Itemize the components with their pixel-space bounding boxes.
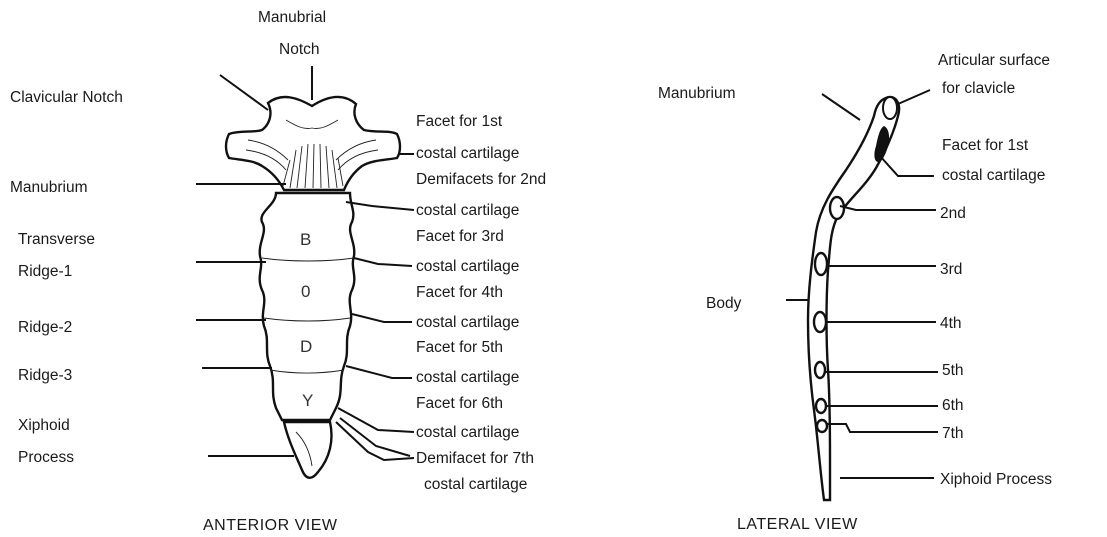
lateral-sternum-shape <box>808 97 899 500</box>
label-body-lateral: Body <box>706 295 742 312</box>
label-ridge-3: Ridge-3 <box>18 367 72 384</box>
label-facet-3-b: costal cartilage <box>416 258 519 275</box>
label-facet-1-a: Facet for 1st <box>416 113 503 130</box>
lateral-facet-6 <box>816 399 826 413</box>
label-clavicular-notch: Clavicular Notch <box>10 89 123 106</box>
lateral-facet-3 <box>815 253 827 275</box>
label-demifacet-7-b: costal cartilage <box>424 476 527 493</box>
lateral-sternum-illustration <box>808 97 899 500</box>
label-rib-5th: 5th <box>942 362 964 379</box>
label-articular-surface-2: for clavicle <box>942 80 1015 97</box>
label-xiphoid-1: Xiphoid <box>18 417 70 434</box>
label-ridge-1: Ridge-1 <box>18 263 72 280</box>
label-facet-6-a: Facet for 6th <box>416 395 503 412</box>
label-rib-2nd: 2nd <box>940 205 966 222</box>
body-letter-y: Y <box>302 391 313 410</box>
label-facet-5-a: Facet for 5th <box>416 339 503 356</box>
label-rib-3rd: 3rd <box>940 261 962 278</box>
body-letter-b: B <box>300 230 311 249</box>
label-lateral-facet-1-a: Facet for 1st <box>942 137 1029 154</box>
lateral-facet-5 <box>815 362 825 378</box>
label-xiphoid-2: Process <box>18 449 74 466</box>
label-facet-6-b: costal cartilage <box>416 424 519 441</box>
anterior-body-shape <box>260 193 355 420</box>
label-manubrial-notch-2: Notch <box>279 41 320 58</box>
label-rib-7th: 7th <box>942 425 964 442</box>
label-demifacets-2-a: Demifacets for 2nd <box>416 171 546 188</box>
lateral-facet-2 <box>830 197 844 219</box>
body-letter-d: D <box>300 337 312 356</box>
label-xiphoid-lateral: Xiphoid Process <box>940 471 1052 488</box>
clavicle-articular-surface <box>883 97 897 119</box>
label-facet-3-a: Facet for 3rd <box>416 228 504 245</box>
lateral-facet-7 <box>817 420 827 432</box>
label-transverse: Transverse <box>18 231 95 248</box>
label-ridge-2: Ridge-2 <box>18 319 72 336</box>
label-facet-1-b: costal cartilage <box>416 145 519 162</box>
label-lateral-facet-1-b: costal cartilage <box>942 167 1045 184</box>
caption-lateral-view: LATERAL VIEW <box>737 516 858 533</box>
body-letter-o: 0 <box>301 282 310 301</box>
label-demifacets-2-b: costal cartilage <box>416 202 519 219</box>
label-rib-4th: 4th <box>940 315 962 332</box>
label-rib-6th: 6th <box>942 397 964 414</box>
lateral-facet-4 <box>814 312 826 332</box>
label-manubrium-lateral: Manubrium <box>658 85 736 102</box>
anterior-sternum-illustration: B 0 D Y <box>226 97 400 478</box>
caption-anterior-view: ANTERIOR VIEW <box>203 517 338 534</box>
label-facet-4-b: costal cartilage <box>416 314 519 331</box>
label-facet-4-a: Facet for 4th <box>416 284 503 301</box>
label-manubrium-anterior: Manubrium <box>10 179 88 196</box>
label-manubrial-notch-1: Manubrial <box>258 9 326 26</box>
label-facet-5-b: costal cartilage <box>416 369 519 386</box>
label-demifacet-7-a: Demifacet for 7th <box>416 450 534 467</box>
label-articular-surface-1: Articular surface <box>938 52 1050 69</box>
